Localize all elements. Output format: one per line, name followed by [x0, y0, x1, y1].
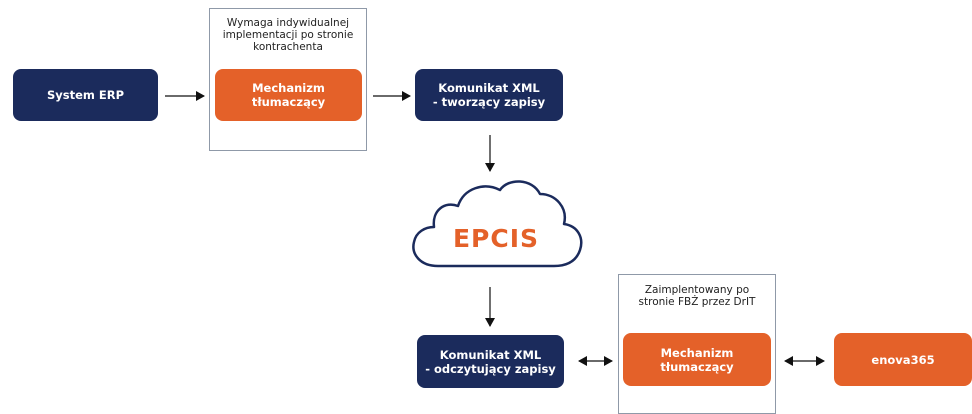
bottom-translator-label: Mechanizm tłumaczący: [660, 345, 734, 374]
cloud-icon: [412, 180, 583, 268]
epcis-cloud: EPCIS: [408, 176, 584, 272]
top-translator-label: Mechanizm tłumaczący: [251, 81, 326, 109]
erp-system-box: System ERP: [13, 69, 158, 121]
epcis-label: EPCIS: [452, 224, 540, 253]
enova-label: enova365: [871, 352, 935, 367]
top-translator-box: Mechanizm tłumaczący: [215, 69, 362, 121]
xml-read-label: Komunikat XML - odczytujący zapisy: [425, 347, 556, 376]
erp-system-label: System ERP: [46, 88, 125, 102]
bottom-translator-box: Mechanizm tłumaczący: [623, 333, 771, 386]
bottom-frame-note: Zaimplentowany po stronie FBŻ przez DrIT: [638, 284, 756, 308]
xml-read-box: Komunikat XML - odczytujący zapisy: [417, 335, 564, 388]
xml-create-box: Komunikat XML - tworzący zapisy: [415, 69, 563, 121]
xml-create-label: Komunikat XML - tworzący zapisy: [432, 81, 546, 109]
top-frame-note: Wymaga indywidualnej implementacji po st…: [222, 17, 354, 53]
enova-box: enova365: [834, 333, 972, 386]
